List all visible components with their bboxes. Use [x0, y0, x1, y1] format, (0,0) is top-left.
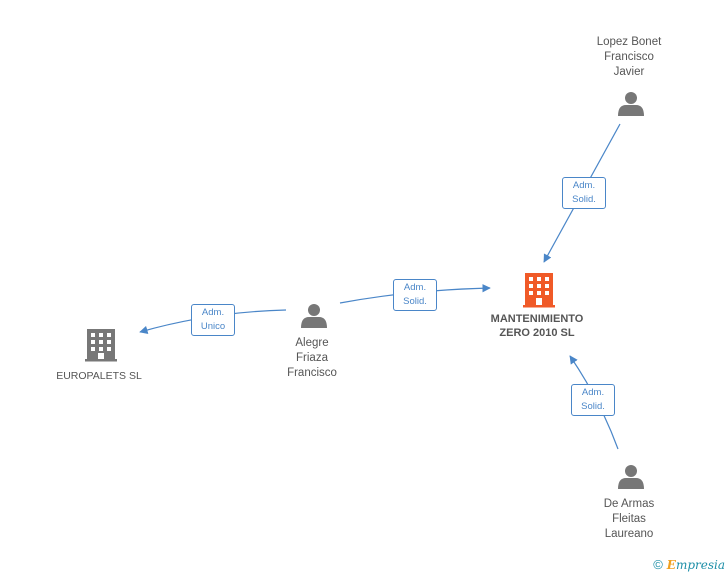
- edge-label-alegre-europalets[interactable]: Adm. Unico: [191, 304, 235, 336]
- edge-label-lopez-mantenimiento[interactable]: Adm. Solid.: [562, 177, 606, 209]
- person-icon[interactable]: [618, 465, 644, 489]
- node-label-mantenimiento[interactable]: MANTENIMIENTO ZERO 2010 SL: [490, 313, 584, 339]
- node-label-lopez[interactable]: Lopez Bonet Francisco Javier: [596, 36, 662, 78]
- person-icon[interactable]: [618, 92, 644, 116]
- node-label-europalets[interactable]: EUROPALETS SL: [56, 370, 142, 382]
- brand-footer: © Empresia: [653, 557, 725, 572]
- node-label-alegre[interactable]: Alegre Friaza Francisco: [287, 337, 337, 379]
- copyright-symbol: ©: [653, 557, 663, 572]
- edge-label-alegre-mantenimiento[interactable]: Adm. Solid.: [393, 279, 437, 311]
- building-icon[interactable]: [85, 329, 117, 362]
- empresia-logo[interactable]: Empresia: [666, 557, 725, 572]
- node-label-dearmas[interactable]: De Armas Fleitas Laureano: [603, 498, 655, 540]
- building-icon[interactable]: [523, 273, 555, 308]
- edge-label-dearmas-mantenimiento[interactable]: Adm. Solid.: [571, 384, 615, 416]
- person-icon[interactable]: [301, 304, 327, 328]
